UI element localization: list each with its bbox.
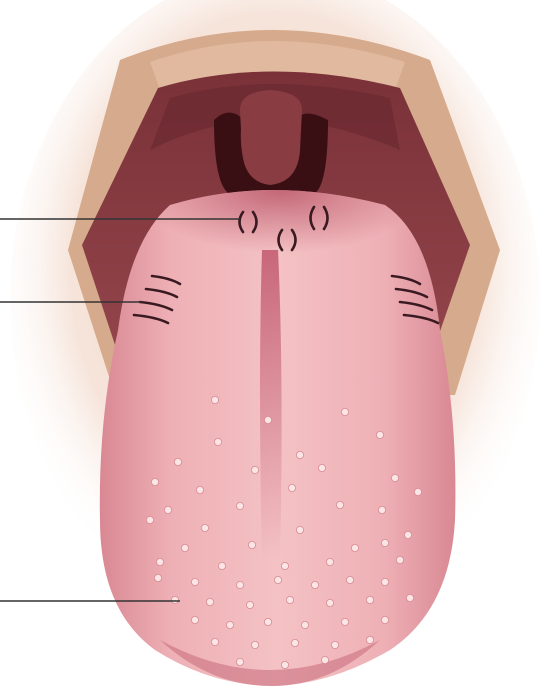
fungiform-papilla-dot (211, 396, 218, 403)
fungiform-papilla-dot (288, 484, 295, 491)
fungiform-papilla-dot (248, 541, 255, 548)
fungiform-papilla-dot (236, 581, 243, 588)
fungiform-papilla-dot (381, 578, 388, 585)
fungiform-papilla-dot (211, 638, 218, 645)
fungiform-papilla-dot (156, 558, 163, 565)
fungiform-papilla-dot (366, 636, 373, 643)
fungiform-papilla-dot (326, 558, 333, 565)
fungiform-papilla-dot (341, 618, 348, 625)
fungiform-papilla-dot (381, 539, 388, 546)
fungiform-papilla-dot (206, 598, 213, 605)
fungiform-papilla-dot (246, 601, 253, 608)
fungiform-papilla-dot (291, 639, 298, 646)
fungiform-papilla-dot (151, 478, 158, 485)
fungiform-papilla-dot (181, 544, 188, 551)
fungiform-papilla-dot (218, 562, 225, 569)
uvula (240, 90, 302, 185)
fungiform-papilla-dot (321, 656, 328, 663)
fungiform-papilla-dot (174, 458, 181, 465)
fungiform-papilla-dot (236, 502, 243, 509)
fungiform-papilla-dot (326, 599, 333, 606)
fungiform-papilla-dot (274, 576, 281, 583)
fungiform-papilla-dot (296, 451, 303, 458)
fungiform-papilla-dot (171, 596, 178, 603)
fungiform-papilla-dot (341, 408, 348, 415)
fungiform-papilla-dot (191, 578, 198, 585)
fungiform-papilla-dot (226, 621, 233, 628)
fungiform-papilla-dot (346, 576, 353, 583)
fungiform-papilla-dot (236, 658, 243, 665)
fungiform-papilla-dot (351, 544, 358, 551)
fungiform-papilla-dot (214, 438, 221, 445)
fungiform-papilla-dot (378, 506, 385, 513)
fungiform-papilla-dot (264, 416, 271, 423)
fungiform-papilla-dot (281, 562, 288, 569)
fungiform-papilla-dot (296, 526, 303, 533)
fungiform-papilla-dot (164, 506, 171, 513)
fungiform-papilla-dot (406, 594, 413, 601)
fungiform-papilla-dot (331, 641, 338, 648)
fungiform-papilla-dot (366, 596, 373, 603)
fungiform-papilla-dot (154, 574, 161, 581)
fungiform-papilla-dot (336, 501, 343, 508)
fungiform-papilla-dot (301, 621, 308, 628)
fungiform-papilla-dot (286, 596, 293, 603)
fungiform-papilla-dot (281, 661, 288, 668)
fungiform-papilla-dot (146, 516, 153, 523)
median-sulcus (260, 250, 282, 560)
fungiform-papilla-dot (414, 488, 421, 495)
fungiform-papilla-dot (251, 641, 258, 648)
fungiform-papilla-dot (404, 531, 411, 538)
fungiform-papilla-dot (264, 618, 271, 625)
fungiform-papilla-dot (381, 616, 388, 623)
fungiform-papilla-dot (318, 464, 325, 471)
fungiform-papilla-dot (196, 486, 203, 493)
fungiform-papilla-dot (396, 556, 403, 563)
fungiform-papilla-dot (251, 466, 258, 473)
fungiform-papilla-dot (201, 524, 208, 531)
fungiform-papilla-dot (311, 581, 318, 588)
fungiform-papilla-dot (191, 616, 198, 623)
fungiform-papilla-dot (376, 431, 383, 438)
fungiform-papilla-dot (391, 474, 398, 481)
